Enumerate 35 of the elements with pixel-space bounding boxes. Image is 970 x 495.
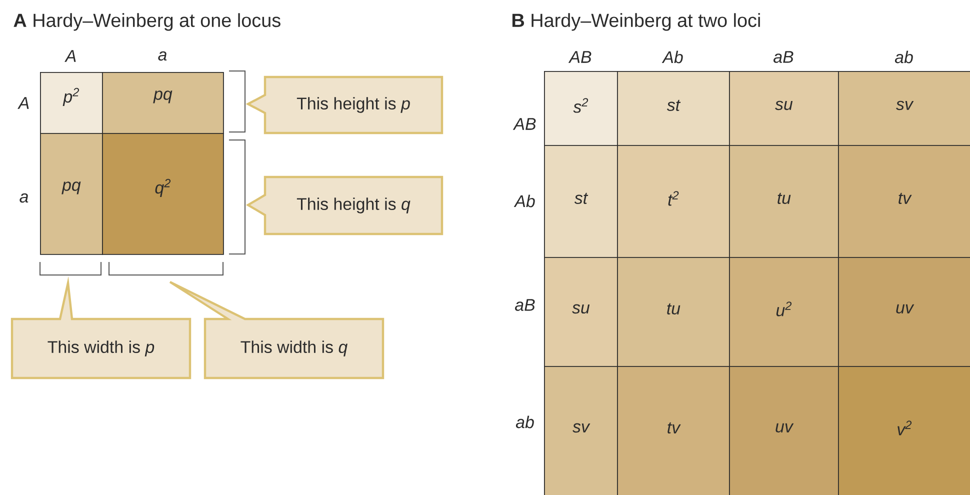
grid-cell: p$^{2}$ bbox=[40, 72, 103, 134]
callout-box: This width is q bbox=[168, 280, 384, 380]
row-header: AB bbox=[512, 118, 536, 130]
grid-cell: pq bbox=[102, 72, 224, 134]
grid-cell: pq bbox=[40, 133, 103, 255]
column-header: A bbox=[64, 50, 76, 62]
column-header: Ab bbox=[662, 50, 683, 64]
grid-cell: su bbox=[544, 257, 618, 367]
callout-box: This height is p bbox=[246, 76, 444, 134]
grid-cell: su bbox=[729, 71, 839, 146]
grid-cell: q$^{2}$ bbox=[102, 133, 224, 255]
panel-heading: B Hardy–Weinberg at two loci bbox=[512, 13, 760, 31]
grid-cell: st bbox=[544, 145, 618, 258]
row-header: A bbox=[18, 97, 29, 109]
grid-cell: tu bbox=[617, 257, 730, 367]
grid-cell: uv bbox=[729, 366, 839, 495]
column-header: aB bbox=[774, 51, 794, 63]
callout-box: This height is q bbox=[246, 176, 444, 236]
panel-heading: A Hardy–Weinberg at one locus bbox=[14, 13, 280, 31]
column-header: AB bbox=[568, 51, 592, 63]
callout-box: This width is p bbox=[10, 276, 192, 380]
grid-cell: sv bbox=[544, 366, 618, 495]
grid-cell: tv bbox=[617, 366, 730, 495]
row-header: ab bbox=[516, 416, 534, 428]
grid-cell: u$^{2}$ bbox=[729, 257, 839, 367]
grid-cell: tv bbox=[838, 145, 970, 258]
row-header: Ab bbox=[514, 194, 535, 208]
grid-cell: s$^{2}$ bbox=[544, 71, 618, 146]
row-header: aB bbox=[515, 299, 535, 311]
grid-cell: t$^{2}$ bbox=[617, 145, 730, 258]
grid-cell: v$^{2}$ bbox=[838, 366, 970, 495]
grid-cell: uv bbox=[838, 257, 970, 367]
grid-cell: st bbox=[617, 71, 730, 146]
grid-cell: tu bbox=[729, 145, 839, 258]
grid-cell: sv bbox=[838, 71, 970, 146]
